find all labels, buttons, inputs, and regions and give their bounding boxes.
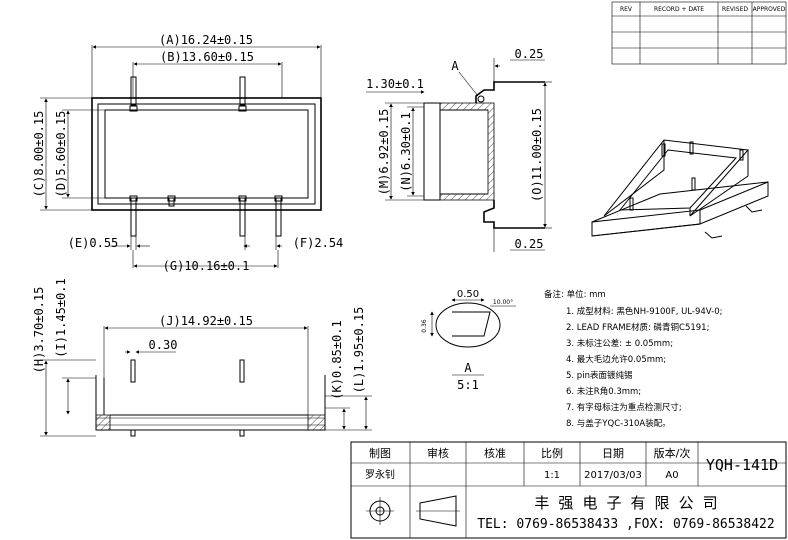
dim-g: (G)10.16±0.1 <box>163 259 250 273</box>
detail-a: 0.50 10.00° 0.36 A 5:1 <box>421 289 516 392</box>
dim-i: (I)1.45±0.1 <box>54 278 68 357</box>
dim-c: (C)8.00±0.15 <box>32 111 46 198</box>
tb-scale-value: 1:1 <box>544 470 560 481</box>
detail-scale: 5:1 <box>457 378 479 392</box>
detail-label: A <box>464 361 472 375</box>
note-item: 2. LEAD FRAME材质: 磷青铜C5191; <box>566 322 709 333</box>
dim-pin-gap: 0.30 <box>149 338 178 352</box>
dim-b: (B)13.60±0.15 <box>160 50 254 64</box>
tb-header-date: 日期 <box>602 447 624 460</box>
side-section-view: A 0.25 0.25 1.30±0.1 (M)6.92±0.15 (N)6.3… <box>366 47 552 252</box>
dim-side-top: 0.25 <box>515 47 544 61</box>
top-view: (A)16.24±0.15 (B)13.60±0.15 (C)8.00±0.15 <box>32 33 343 273</box>
tb-header-checked: 审核 <box>427 446 449 460</box>
dim-n: (N)6.30±0.1 <box>399 112 413 191</box>
note-item: 5. pin表面镀纯锡 <box>566 370 633 381</box>
isometric-view <box>591 139 769 239</box>
dim-m: (M)6.92±0.15 <box>377 109 391 196</box>
dim-a: (A)16.24±0.15 <box>159 33 253 47</box>
tb-contact: TEL: 0769-86538433 ,FOX: 0769-86538422 <box>477 517 774 532</box>
tb-header-version: 版本/次 <box>654 446 691 460</box>
detail-dim-w: 0.50 <box>457 289 479 300</box>
dim-side-left: 1.30±0.1 <box>366 77 424 91</box>
dim-e: (E)0.55 <box>68 236 119 250</box>
dim-h: (H)3.70±0.15 <box>32 287 46 374</box>
projection-symbol-icon <box>366 495 460 527</box>
revision-table: REV RECORD + DATE REVISED APPROVED <box>611 1 787 65</box>
detail-dim-h: 0.36 <box>421 319 428 333</box>
note-item: 8. 与盖子YQC-310A装配。 <box>566 418 671 429</box>
note-item: 3. 未标注公差: ± 0.05mm; <box>566 338 673 349</box>
dim-o: (O)11.00±0.15 <box>530 108 544 202</box>
note-item: 6. 未注R角0.3mm; <box>566 386 641 397</box>
rev-header-approved: APPROVED <box>753 6 786 13</box>
dim-j: (J)14.92±0.15 <box>159 314 253 328</box>
tb-company: 丰 强 电 子 有 限 公 司 <box>534 494 717 512</box>
rev-header-revised: REVISED <box>722 6 748 13</box>
dim-k: (K)0.85±0.1 <box>330 320 344 399</box>
tb-date-value: 2017/03/03 <box>584 470 642 481</box>
tb-header-drawn: 制图 <box>369 447 391 460</box>
dim-d: (D)5.60±0.15 <box>54 111 68 198</box>
rev-header-rev: REV <box>620 6 633 13</box>
detail-dim-angle: 10.00° <box>493 299 513 306</box>
note-item: 4. 最大毛边允许0.05mm; <box>566 354 666 365</box>
front-view: (J)14.92±0.15 0.30 (H)3.70±0.15 (I)1.45±… <box>32 278 372 437</box>
detail-callout-a: A <box>451 59 459 73</box>
dim-l: (L)1.95±0.15 <box>352 307 366 394</box>
title-block: 制图 审核 核准 比例 日期 版本/次 罗永钊 1:1 2017/03/03 A… <box>350 441 787 539</box>
note-item: 1. 成型材料: 黑色NH-9100F, UL-94V-0; <box>566 306 722 317</box>
dim-f: (F)2.54 <box>293 236 344 250</box>
tb-header-scale: 比例 <box>541 446 563 460</box>
tb-part-number: YQH-141D <box>706 456 778 474</box>
tb-header-approved: 核准 <box>484 446 506 460</box>
notes-title: 备注: 单位: mm <box>544 289 606 300</box>
dim-side-bottom: 0.25 <box>515 237 544 251</box>
notes-block: 备注: 单位: mm 1. 成型材料: 黑色NH-9100F, UL-94V-0… <box>544 289 722 429</box>
rev-header-record: RECORD + DATE <box>654 6 704 13</box>
tb-drawn-by: 罗永钊 <box>365 468 395 481</box>
tb-version-value: A0 <box>665 470 678 481</box>
note-item: 7. 有字母标注为重点检测尺寸; <box>566 402 682 413</box>
